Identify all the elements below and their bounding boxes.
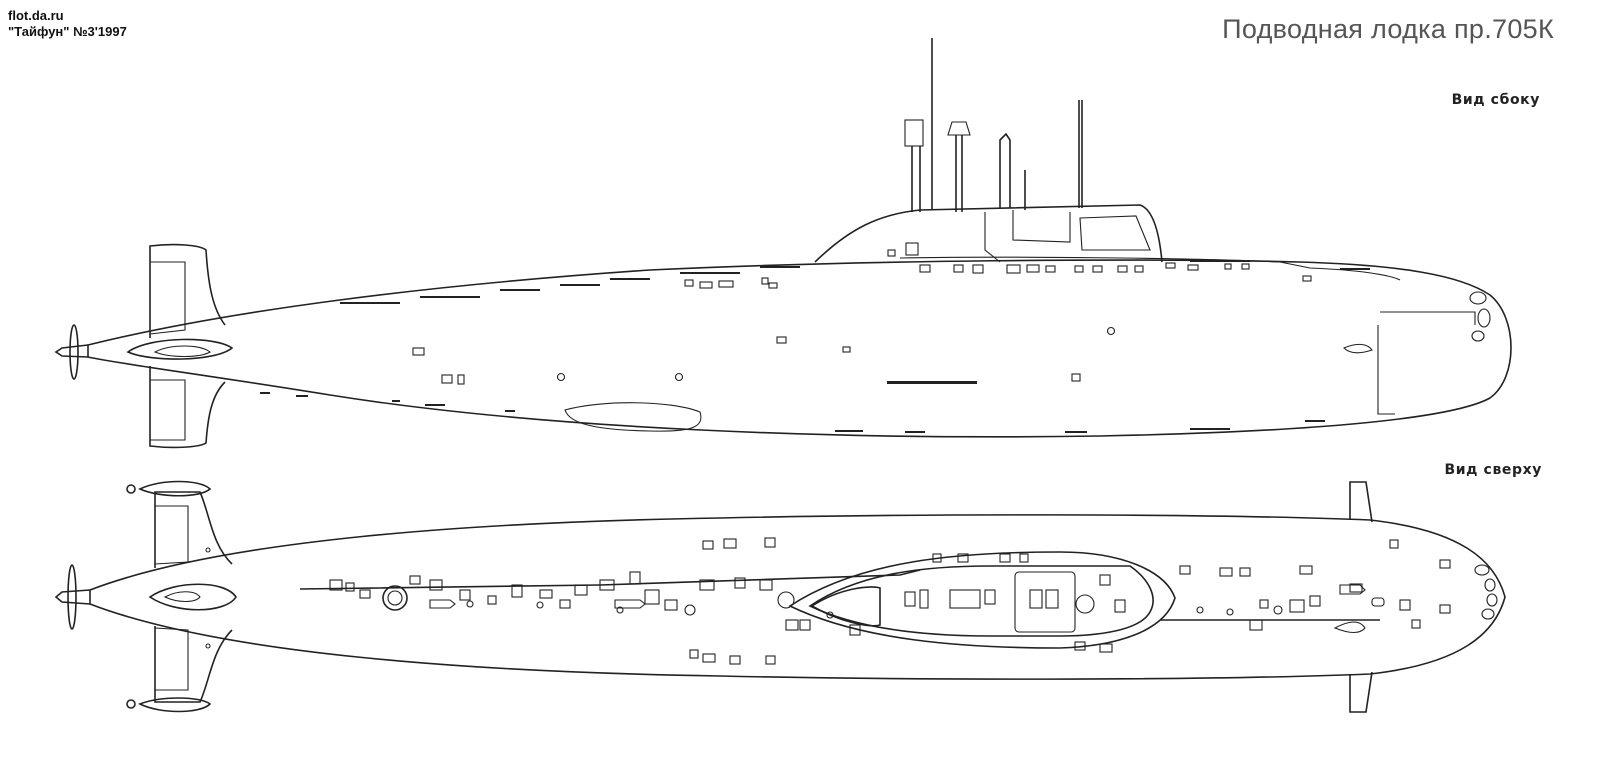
top-sail-outline bbox=[788, 551, 1176, 649]
side-lower-rudder bbox=[150, 379, 186, 441]
side-upper-stern-fin bbox=[149, 243, 226, 338]
side-propeller bbox=[69, 324, 79, 380]
side-view-label: Вид сбоку bbox=[1451, 92, 1540, 108]
top-stern-cone bbox=[54, 589, 91, 605]
top-lower-end-pod bbox=[138, 697, 212, 713]
side-upper-rudder bbox=[149, 261, 186, 335]
source-site: flot.da.ru bbox=[8, 8, 64, 23]
source-credit: flot.da.ru "Тайфун" №3'1997 bbox=[8, 8, 127, 40]
top-lower-bow-fin bbox=[1349, 671, 1373, 713]
side-periscope-1 bbox=[911, 145, 921, 212]
side-view bbox=[54, 38, 1512, 449]
side-periscope-head bbox=[947, 121, 971, 136]
top-hull-outline bbox=[89, 514, 1506, 680]
top-propeller bbox=[67, 564, 77, 630]
top-escape-hatch bbox=[382, 585, 408, 611]
top-sail-inner bbox=[808, 565, 1154, 637]
top-lower-hydroplane bbox=[154, 626, 233, 703]
top-view-label: Вид сверху bbox=[1444, 462, 1542, 478]
side-periscope-2 bbox=[955, 135, 963, 212]
side-lower-stern-fin bbox=[149, 366, 226, 449]
side-radar-mast bbox=[904, 119, 924, 147]
side-hull-outline bbox=[87, 259, 1512, 438]
side-stern-cone bbox=[54, 344, 89, 358]
side-navigation-mast bbox=[1078, 100, 1083, 208]
top-upper-hydroplane bbox=[154, 491, 233, 568]
drawing-title: Подводная лодка пр.705К bbox=[1222, 14, 1554, 44]
side-bottom-fairing bbox=[564, 402, 702, 432]
source-magazine: "Тайфун" №3'1997 bbox=[8, 24, 127, 39]
top-upper-end-pod bbox=[138, 480, 212, 497]
side-stabilizer bbox=[126, 338, 234, 360]
top-view bbox=[54, 480, 1506, 713]
top-upper-bow-fin bbox=[1349, 481, 1373, 523]
top-sail-hatch bbox=[1014, 571, 1076, 633]
side-snorkel bbox=[999, 132, 1011, 208]
